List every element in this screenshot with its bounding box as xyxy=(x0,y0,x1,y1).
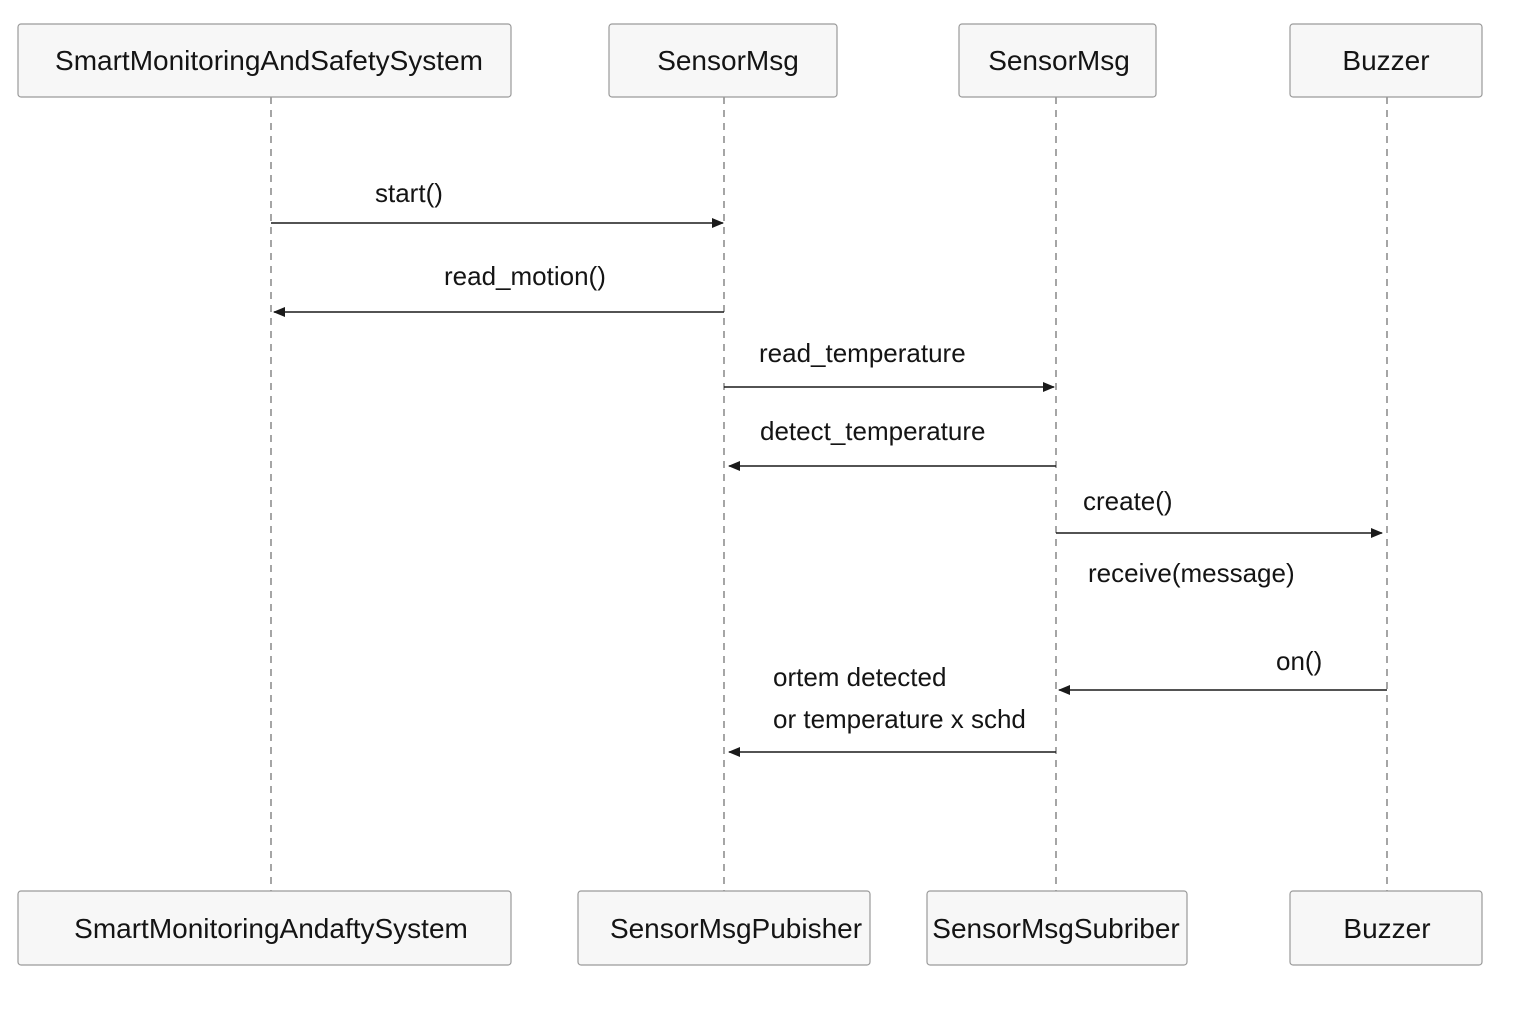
participant-bottom-sensor-msg-subscriber: SensorMsgSubriber xyxy=(926,890,1188,966)
message-read-temperature: read_temperature xyxy=(724,338,1055,392)
message-label: on() xyxy=(1276,646,1322,676)
participant-top-label: SensorMsg xyxy=(657,45,799,76)
message-read-motion: read_motion() xyxy=(273,261,724,317)
participant-bottom-label: Buzzer xyxy=(1343,913,1430,944)
participant-bottom-buzzer: Buzzer xyxy=(1289,890,1483,966)
participant-top-label: SmartMonitoringAndSafetySystem xyxy=(55,45,483,76)
message-label: ortem detected xyxy=(773,662,946,692)
participant-top-label: Buzzer xyxy=(1342,45,1429,76)
participant-top-sensor-msg-publisher: SensorMsg xyxy=(608,23,838,98)
participant-bottom-label: SensorMsgSubriber xyxy=(932,913,1179,944)
participant-bottom-label: SensorMsgPubisher xyxy=(610,913,862,944)
message-label: receive(message) xyxy=(1088,558,1295,588)
participant-bottom-sensor-msg-publisher: SensorMsgPubisher xyxy=(577,890,871,966)
message-label: start() xyxy=(375,178,443,208)
message-on: on() xyxy=(1058,646,1387,695)
message-detect-temperature: detect_temperature xyxy=(728,416,1056,471)
message-receive: receive(message) xyxy=(1088,558,1295,588)
participant-top-label: SensorMsg xyxy=(988,45,1130,76)
message-label: read_temperature xyxy=(759,338,966,368)
message-start: start() xyxy=(271,178,724,228)
message-label: or temperature x schd xyxy=(773,704,1026,734)
participant-top-monitoring-system: SmartMonitoringAndSafetySystem xyxy=(17,23,512,98)
participant-top-buzzer: Buzzer xyxy=(1289,23,1483,98)
message-label: create() xyxy=(1083,486,1173,516)
participant-bottom-monitoring-system: SmartMonitoringAndaftySystem xyxy=(17,890,512,966)
participant-bottom-label: SmartMonitoringAndaftySystem xyxy=(74,913,468,944)
message-item-detected: ortem detected or temperature x schd xyxy=(728,662,1056,757)
message-label: read_motion() xyxy=(444,261,606,291)
message-create: create() xyxy=(1056,486,1383,538)
participant-top-sensor-msg-subscriber: SensorMsg xyxy=(958,23,1157,98)
message-label: detect_temperature xyxy=(760,416,985,446)
